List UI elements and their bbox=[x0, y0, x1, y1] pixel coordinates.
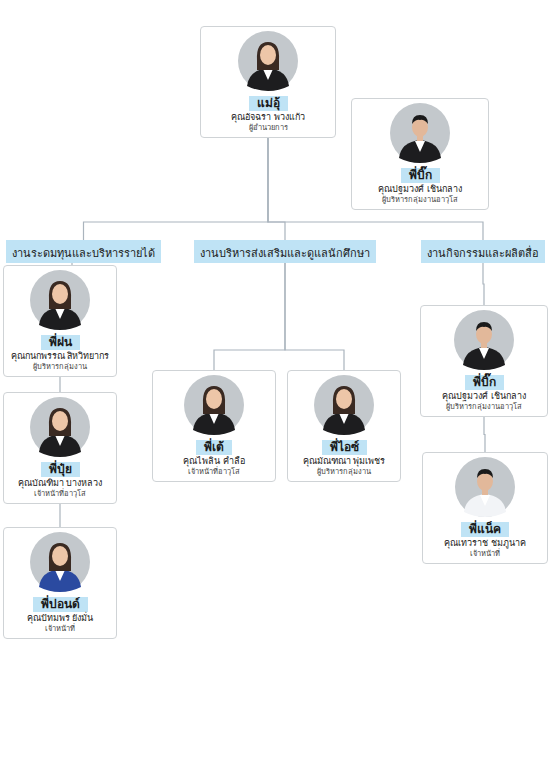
nickname-tag: พี่ฝน bbox=[41, 335, 80, 350]
person-card: พี่บิ๊กคุณปฐมวงศ์ เชินกลางผู้บริหารกลุ่ม… bbox=[351, 98, 489, 210]
full-name: คุณบัณฑิมา บางหลวง bbox=[8, 477, 112, 489]
nickname-tag: พี่ปอนด์ bbox=[33, 597, 88, 612]
department-band: งานกิจกรรมและผลิตสื่อ bbox=[421, 240, 545, 263]
department-band: งานบริหารส่งเสริมและดูแลนักศึกษา bbox=[194, 240, 376, 263]
nickname-tag: พี่บิ๊ก bbox=[401, 168, 440, 183]
job-title: ผู้บริหารกลุ่มงานอาวุโส bbox=[356, 195, 484, 205]
department-name: งานระดมทุนและบริหารรายได้ bbox=[12, 247, 155, 260]
job-title: ผู้บริหารกลุ่มงานอาวุโส bbox=[425, 402, 543, 412]
full-name: คุณปฐมวงศ์ เชินกลาง bbox=[356, 183, 484, 195]
org-connector bbox=[214, 263, 285, 370]
full-name: คุณไพลิน คำลือ bbox=[157, 455, 271, 467]
org-connector bbox=[484, 417, 485, 452]
person-card: พี่ไอซ์คุณมัณฑณา พุ่มเพชรผู้บริหารกลุ่มง… bbox=[287, 370, 401, 482]
nickname-tag: พี่บิ๊ก bbox=[465, 375, 504, 390]
person-card: พี่แน็คคุณเทวราช ชมภูนาคเจ้าหน้าที่ bbox=[422, 452, 548, 564]
job-title: ผู้อำนวยการ bbox=[205, 123, 331, 133]
job-title: เจ้าหน้าที่อาวุโส bbox=[8, 489, 112, 499]
job-title: เจ้าหน้าที่ bbox=[8, 624, 112, 634]
department-name: งานบริหารส่งเสริมและดูแลนักศึกษา bbox=[200, 247, 370, 260]
person-card: พี่ฝนคุณกนกพรรณ สิหวิทยากรผู้บริหารกลุ่ม… bbox=[3, 265, 117, 377]
person-card: พี่ปอนด์คุณปัทมพร ยังมั่นเจ้าหน้าที่ bbox=[3, 527, 117, 639]
org-connector bbox=[84, 138, 269, 240]
nickname-tag: พี่ไอซ์ bbox=[322, 440, 367, 455]
nickname-tag: พี่แน็ค bbox=[461, 522, 509, 537]
job-title: ผู้บริหารกลุ่มงาน bbox=[8, 362, 112, 372]
full-name: คุณอัจฉรา พวงแก้ว bbox=[205, 111, 331, 123]
full-name: คุณกนกพรรณ สิหวิทยากร bbox=[8, 350, 112, 362]
portrait-photo bbox=[389, 102, 451, 164]
person-card: พี่เต้คุณไพลิน คำลือเจ้าหน้าที่อาวุโส bbox=[152, 370, 276, 482]
portrait-photo bbox=[454, 456, 516, 518]
portrait-photo bbox=[183, 374, 245, 436]
department-band: งานระดมทุนและบริหารรายได้ bbox=[6, 240, 161, 263]
person-card: พี่บิ๊กคุณปฐมวงศ์ เชินกลางผู้บริหารกลุ่ม… bbox=[420, 305, 548, 417]
job-title: เจ้าหน้าที่ bbox=[427, 549, 543, 559]
portrait-photo bbox=[29, 269, 91, 331]
full-name: คุณปัทมพร ยังมั่น bbox=[8, 612, 112, 624]
job-title: ผู้บริหารกลุ่มงาน bbox=[292, 467, 396, 477]
full-name: คุณเทวราช ชมภูนาค bbox=[427, 537, 543, 549]
portrait-photo bbox=[453, 309, 515, 371]
org-connector bbox=[285, 263, 344, 370]
portrait-photo bbox=[29, 396, 91, 458]
nickname-tag: แม่อุ้ bbox=[249, 96, 288, 111]
full-name: คุณมัณฑณา พุ่มเพชร bbox=[292, 455, 396, 467]
portrait-photo bbox=[29, 531, 91, 593]
portrait-photo bbox=[313, 374, 375, 436]
org-connector bbox=[268, 138, 285, 240]
nickname-tag: พี่ปุ๋ย bbox=[41, 462, 80, 477]
nickname-tag: พี่เต้ bbox=[196, 440, 232, 455]
org-connector bbox=[483, 263, 484, 305]
org-connector bbox=[59, 504, 60, 527]
full-name: คุณปฐมวงศ์ เชินกลาง bbox=[425, 390, 543, 402]
org-connector bbox=[59, 377, 60, 392]
person-card: แม่อุ้คุณอัจฉรา พวงแก้วผู้อำนวยการ bbox=[200, 26, 336, 138]
job-title: เจ้าหน้าที่อาวุโส bbox=[157, 467, 271, 477]
portrait-photo bbox=[237, 30, 299, 92]
department-name: งานกิจกรรมและผลิตสื่อ bbox=[427, 247, 539, 260]
person-card: พี่ปุ๋ยคุณบัณฑิมา บางหลวงเจ้าหน้าที่อาวุ… bbox=[3, 392, 117, 504]
